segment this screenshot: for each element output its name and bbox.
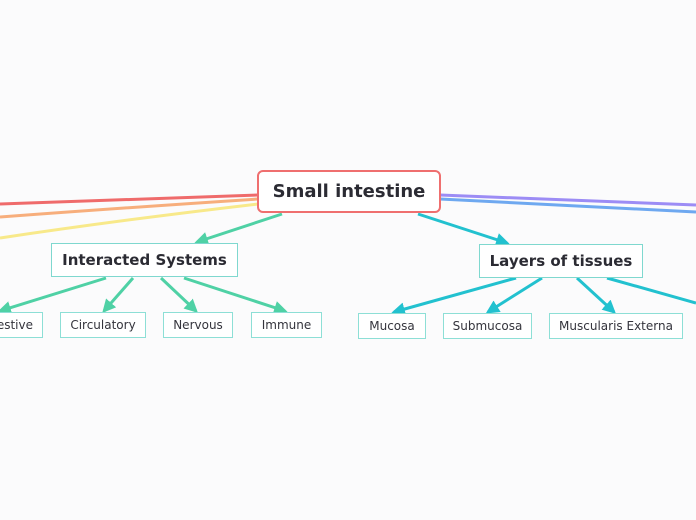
branch-layers-of-tissues[interactable]: Layers of tissues <box>479 244 643 278</box>
subtopic-muscularis-externa[interactable]: Muscularis Externa <box>549 313 683 339</box>
connector-systems-nervous <box>159 276 198 313</box>
subtopic-submucosa[interactable]: Submucosa <box>443 313 532 339</box>
offscreen-branch-blue <box>439 197 696 214</box>
connector-systems-circulatory <box>102 277 135 314</box>
subtopic-immune[interactable]: Immune <box>251 312 322 338</box>
subtopic-circulatory[interactable]: Circulatory <box>60 312 146 338</box>
subtopic-mucosa[interactable]: Mucosa <box>358 313 426 339</box>
offscreen-branch-purple <box>439 193 696 207</box>
central-topic[interactable]: Small intestine <box>257 170 441 213</box>
subtopic-digestive[interactable]: estive <box>0 312 43 338</box>
offscreen-branch-yellow <box>0 202 259 240</box>
branch-interacted-systems[interactable]: Interacted Systems <box>51 243 238 277</box>
offscreen-branch-orange <box>0 197 259 219</box>
connector-systems-digestive <box>0 276 107 315</box>
subtopic-nervous[interactable]: Nervous <box>163 312 233 338</box>
connector-layers-muscularis <box>575 276 616 314</box>
connector-root-systems <box>194 212 283 246</box>
connector-systems-immune <box>183 276 288 315</box>
connector-root-layers <box>417 212 510 247</box>
connector-layers-offscreen <box>606 276 696 305</box>
connector-layers-submucosa <box>485 276 543 314</box>
offscreen-branch-red <box>0 193 259 206</box>
connector-layers-mucosa <box>391 276 517 316</box>
